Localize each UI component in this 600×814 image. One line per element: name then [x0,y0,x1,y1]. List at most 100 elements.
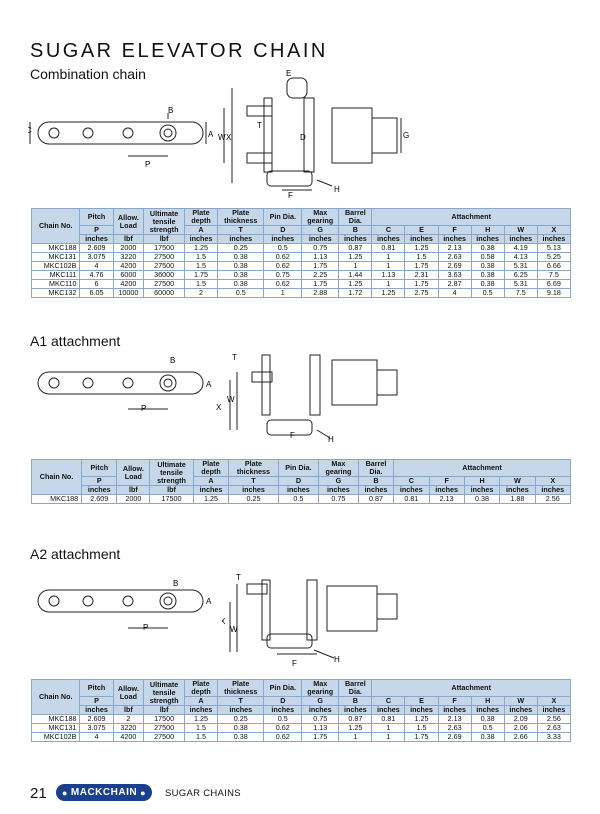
label-H: H [334,655,340,664]
table-cell: 4 [79,732,114,742]
label-C: C [28,126,32,135]
table-cell: 0.81 [393,494,430,504]
mackchain-logo: ●MACKCHAIN● [56,784,152,801]
table-cell: 4200 [112,732,145,742]
label-P: P [145,160,150,169]
label-D: D [300,133,306,142]
col-pin-dia: Pin Dia. [277,459,320,477]
section-heading: A2 attachment [30,546,121,562]
table-cell: 2.69 [437,732,472,742]
table-cell: 6.05 [79,288,114,298]
table-cell: 7.5 [503,288,538,298]
a2-side-view-diagram: B P A [37,579,212,632]
label-X: X [216,403,222,412]
table-cell: 0.5 [217,288,265,298]
table-cell: 2.56 [534,494,572,504]
label-H: H [334,185,340,194]
table-cell: 4 [437,288,472,298]
label-F: F [290,431,295,440]
label-T: T [236,573,241,582]
a2-top-view-diagram: T X W F H [222,573,398,667]
col-chain-no: Chain No. [30,459,83,495]
table-cell: 1.25 [371,288,406,298]
table-cell: 0.75 [318,494,359,504]
label-G: G [403,131,409,140]
col-pin-dia: Pin Dia. [263,208,303,226]
table-cell: 1.25 [192,494,230,504]
label-A: A [206,597,212,606]
table-cell: 9.18 [536,288,572,298]
table-cell: 1 [263,288,303,298]
table-cell: MKC132 [30,288,81,298]
table-cell: 1.75 [301,732,340,742]
table-cell: 17500 [149,494,194,504]
label-B: B [173,579,178,588]
col-attachment: Attachment [371,208,571,226]
label-H: H [328,435,334,444]
a1-top-view-diagram: T X W F H [216,353,398,444]
table-cell: 2000 [116,494,151,504]
table-cell: 1 [371,732,406,742]
table-cell: 2 [183,288,219,298]
label-A: A [208,130,213,139]
table-cell: MKC102B [30,732,81,742]
label-W: W [218,133,226,142]
label-E: E [286,69,291,78]
table-cell: 10000 [112,288,145,298]
label-A: A [206,380,212,389]
table-cell: 0.38 [463,494,501,504]
table-cell: 0.38 [470,732,505,742]
label-P: P [143,623,148,632]
table-cell: 2.75 [404,288,439,298]
label-W: W [227,395,235,404]
table-cell: 1 [338,732,373,742]
table-cell: 1.88 [499,494,536,504]
label-W: W [230,625,238,634]
page-title: SUGAR ELEVATOR CHAIN [30,40,328,62]
table-cell: 2.13 [428,494,465,504]
table-cell: 0.62 [263,732,303,742]
col-chain-no: Chain No. [30,208,81,244]
table-cell: 0.5 [277,494,320,504]
table-cell: 0.87 [357,494,395,504]
table-cell: 0.38 [217,732,265,742]
col-pitch: Pitch [79,679,114,697]
a1-side-view-diagram: B P A [37,356,212,413]
table-cell: 3.33 [536,732,572,742]
label-B: B [168,106,173,115]
footer-label: SUGAR CHAINS [165,788,241,799]
label-F: F [292,659,297,667]
table-cell: 27500 [143,732,185,742]
table-cell: 1.72 [338,288,373,298]
table-cell: 1.5 [183,732,219,742]
table-cell: 0.5 [470,288,505,298]
table-cell: 1.75 [404,732,439,742]
col-allow-load: Allow.Load [116,459,151,486]
section-heading: A1 attachment [30,333,121,349]
col-attachment: Attachment [371,679,571,697]
table-cell: 2.88 [301,288,340,298]
label-B: B [170,356,175,365]
table-cell: 2.66 [503,732,538,742]
page-number: 21 [30,785,47,802]
side-view-diagram: B P A C [28,106,213,169]
